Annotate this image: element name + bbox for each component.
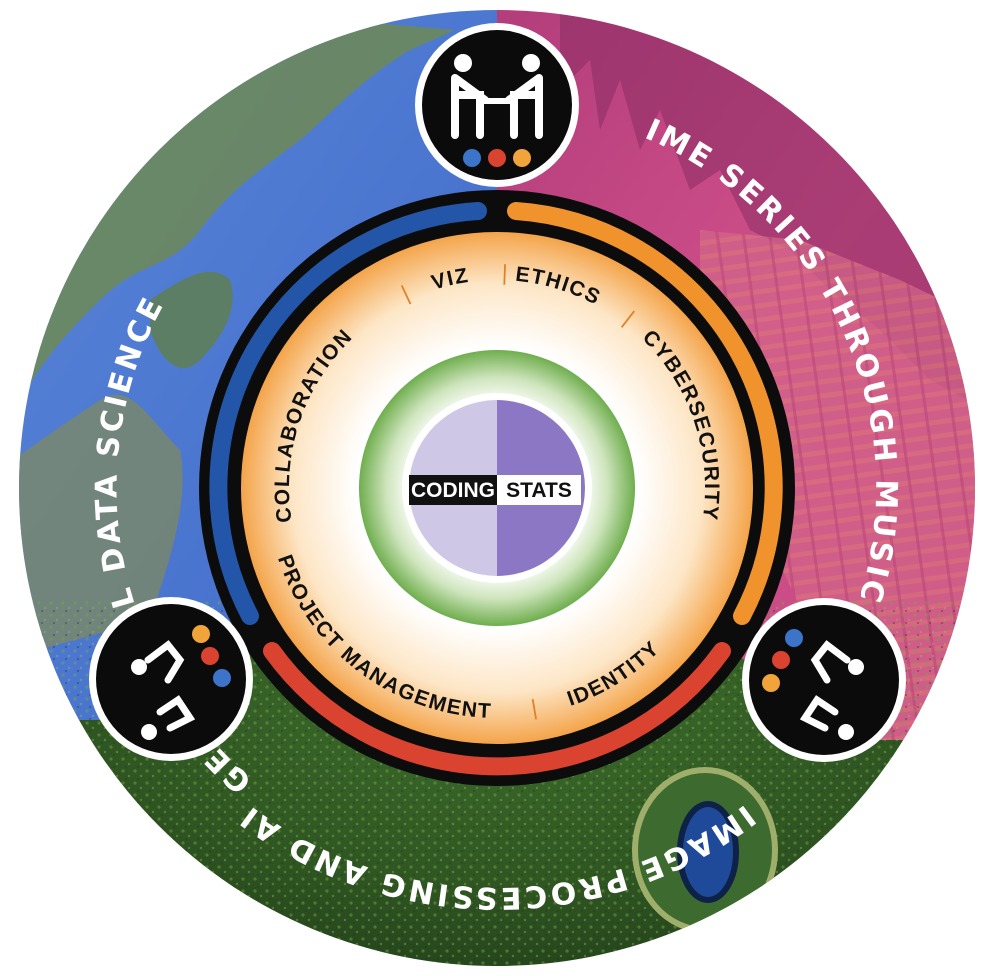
team-pair-icon-left — [89, 597, 253, 761]
red-arc — [263, 642, 731, 776]
team-collaboration-icon — [415, 23, 579, 187]
stats-label-box — [497, 475, 581, 505]
blue-arc — [209, 202, 487, 625]
stats-label: STATS — [506, 479, 572, 502]
inner-topic-separator: | — [501, 260, 508, 285]
image-processing-pupil — [677, 801, 739, 903]
team-pair-icon-right — [742, 598, 906, 762]
orange-arc — [507, 202, 783, 625]
coding-label: CODING — [411, 479, 495, 502]
geospatial-peninsula — [150, 271, 233, 369]
geospatial-land-lower — [19, 394, 183, 660]
coding-label-box — [409, 475, 497, 505]
inner-topic-separator: | — [529, 695, 539, 721]
